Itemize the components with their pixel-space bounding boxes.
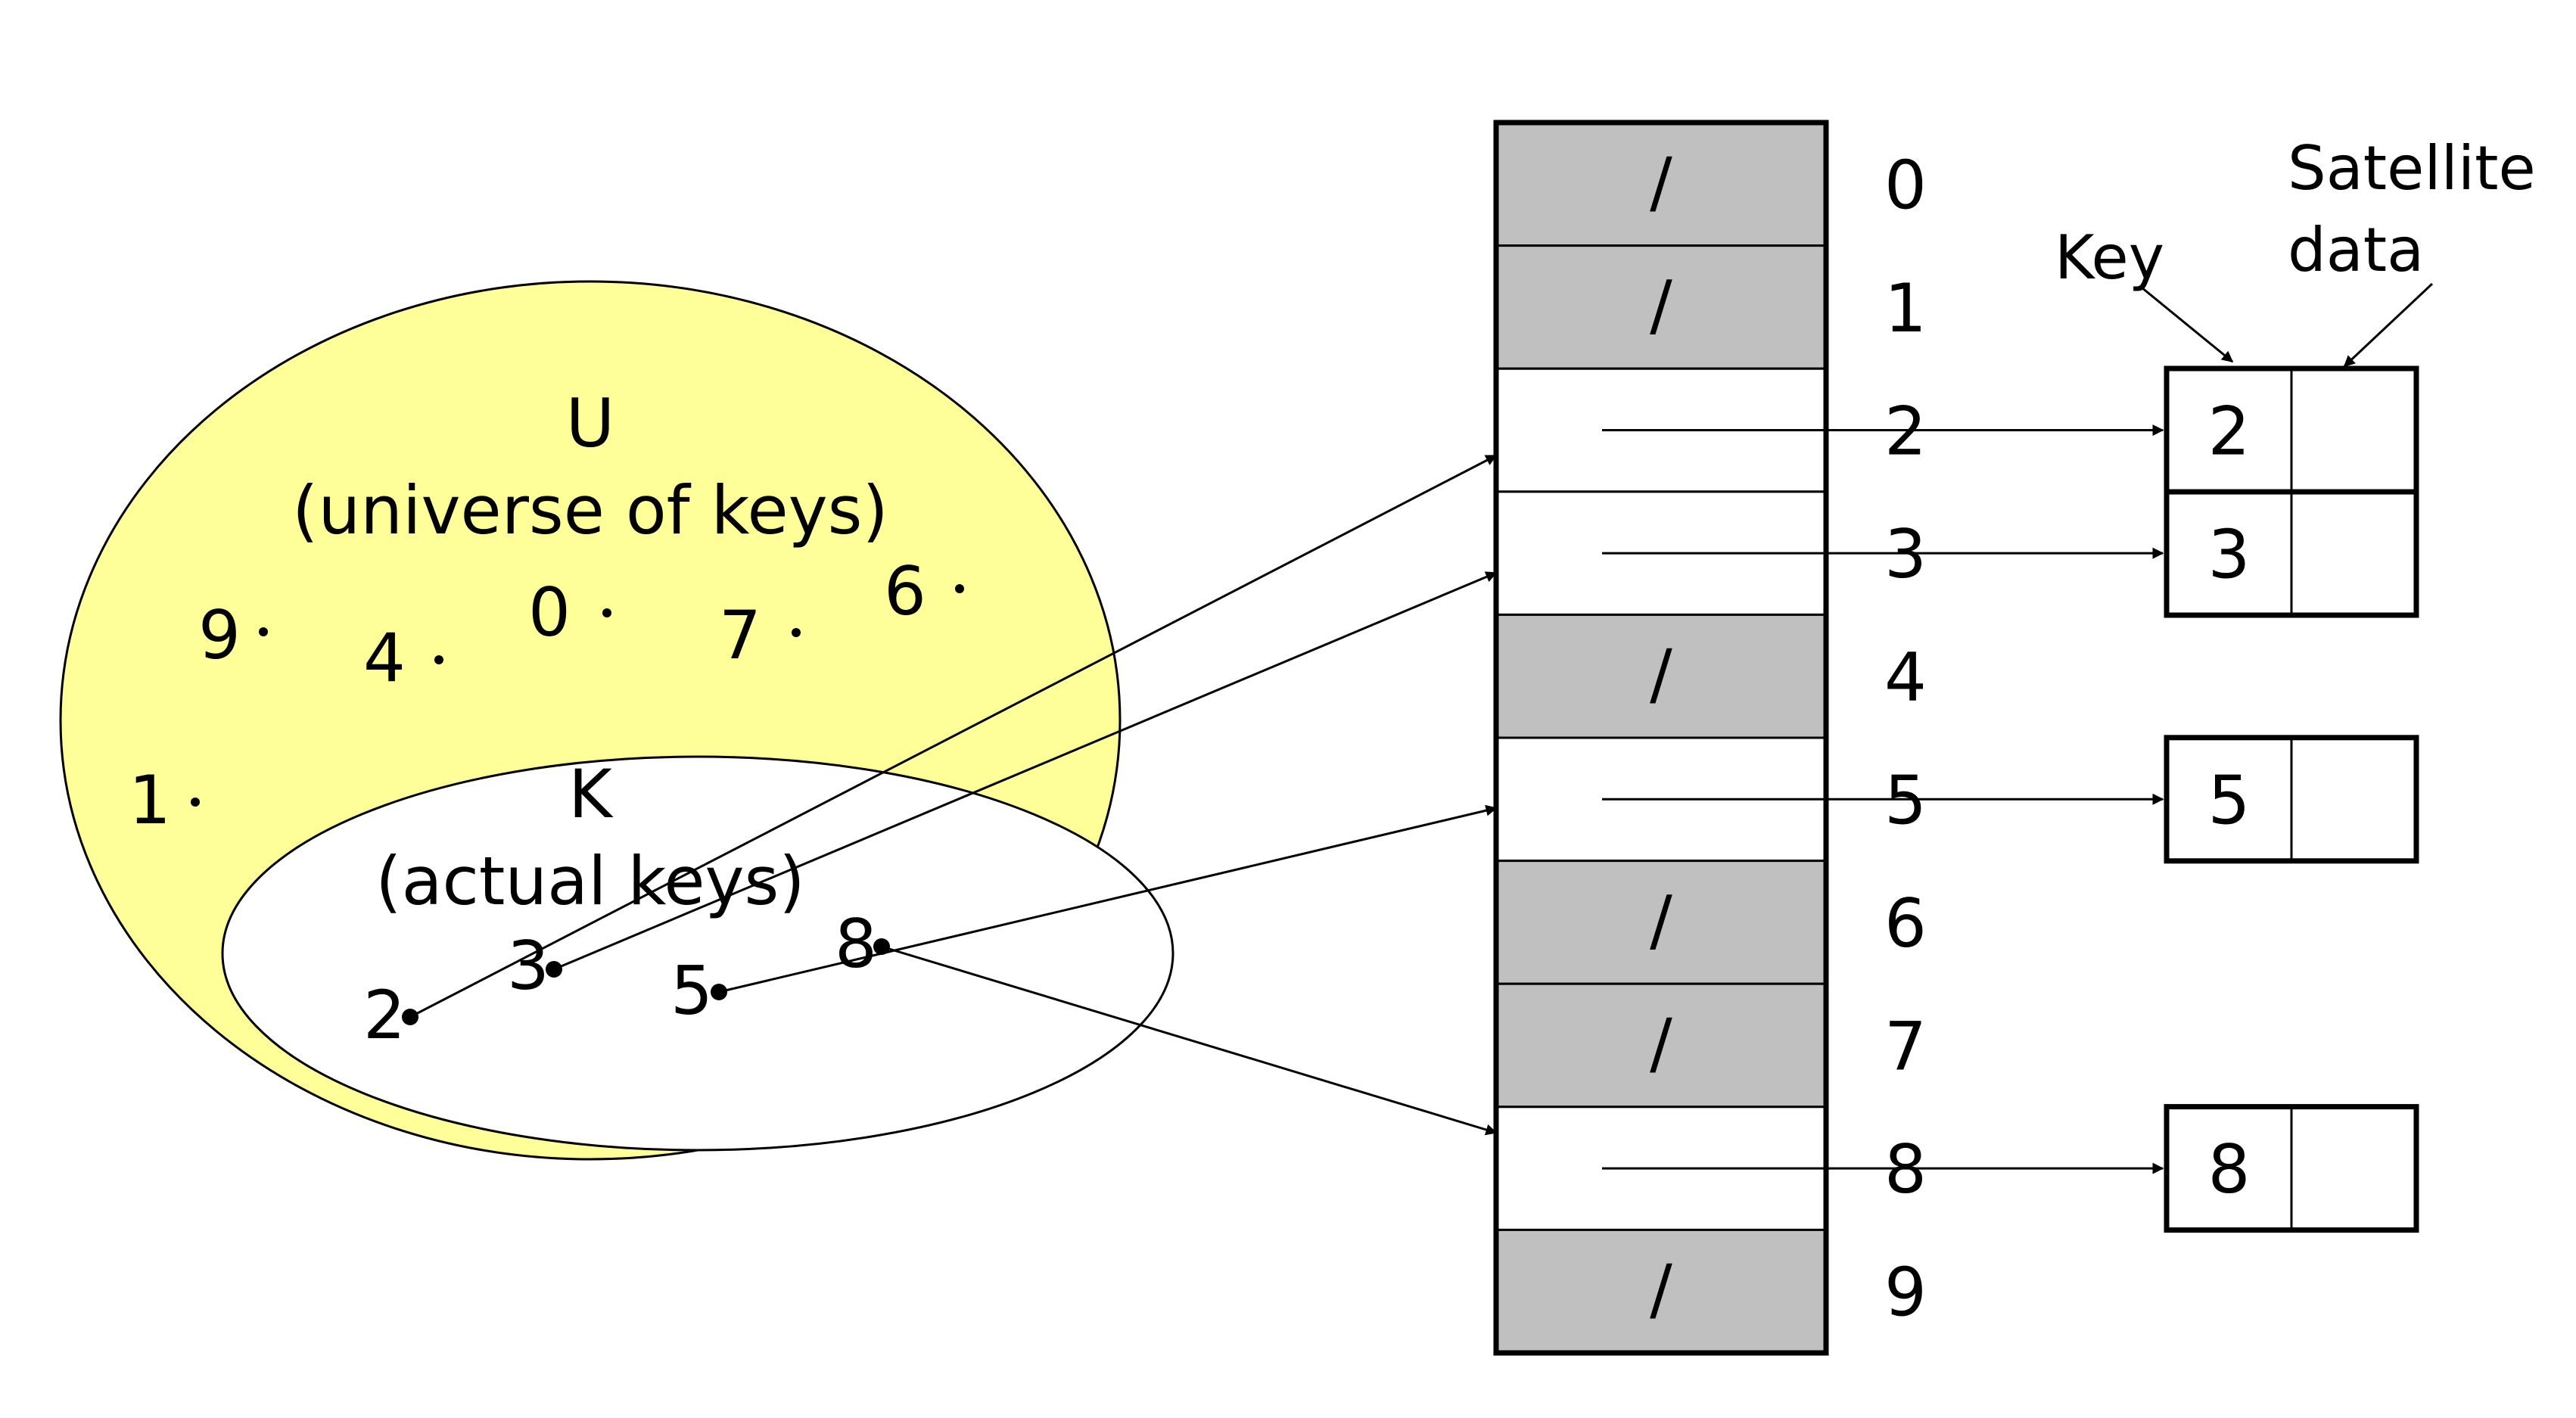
svg-text:4: 4 — [363, 619, 406, 697]
pointer-key-8 — [881, 945, 1498, 1136]
svg-text:9: 9 — [198, 596, 241, 674]
universe-key-6: 6 — [884, 552, 964, 630]
actual-key-3: 3 — [507, 927, 562, 1005]
svg-text:0: 0 — [528, 574, 571, 651]
universe-title: U — [566, 384, 614, 462]
record-key: 2 — [2208, 393, 2251, 471]
nil-marker: / — [1650, 1251, 1672, 1329]
universe-key-0: 0 — [528, 574, 611, 651]
universe-key-9: 9 — [198, 596, 268, 674]
universe-key-4: 4 — [363, 619, 443, 697]
actual-keys-title: K — [568, 755, 614, 833]
key-pointers — [409, 454, 1498, 1136]
slot-index: 9 — [1884, 1254, 1927, 1332]
nil-marker: / — [1650, 882, 1672, 959]
record-key: 5 — [2208, 761, 2251, 839]
satellite-label-line1: Satellite — [2288, 133, 2536, 204]
slot-index: 0 — [1884, 146, 1927, 224]
slot-index: 7 — [1884, 1008, 1927, 1086]
universe-key-7: 7 — [719, 596, 801, 674]
actual-key-8: 8 — [835, 905, 890, 983]
svg-text:5: 5 — [670, 952, 713, 1030]
actual-keys-set — [221, 755, 1174, 1152]
nil-marker: / — [1650, 143, 1672, 221]
universe-subtitle: (universe of keys) — [292, 471, 888, 549]
pointer-key-2 — [409, 454, 1498, 1018]
record-key: 3 — [2208, 516, 2251, 594]
pointer-key-5 — [718, 804, 1498, 994]
slot-index: 4 — [1884, 639, 1927, 717]
satellite-label-pointer — [2343, 282, 2434, 368]
satellite-label-line2: data — [2288, 215, 2424, 285]
slot-index: 1 — [1884, 269, 1927, 347]
svg-text:1: 1 — [129, 761, 171, 839]
hash-table: / / / / / / — [1493, 120, 1829, 1356]
actual-keys-subtitle: (actual keys) — [375, 842, 805, 920]
nil-marker: / — [1650, 1005, 1672, 1083]
nil-marker: / — [1650, 266, 1672, 344]
key-label: Key — [2055, 222, 2164, 293]
table-slot-4 — [1495, 613, 1828, 739]
actual-key-2: 2 — [363, 976, 418, 1054]
nil-marker: / — [1650, 636, 1672, 714]
slot-index: 6 — [1884, 885, 1927, 962]
svg-text:7: 7 — [719, 596, 761, 674]
svg-text:8: 8 — [835, 905, 877, 983]
actual-key-5: 5 — [670, 952, 727, 1030]
svg-text:3: 3 — [507, 927, 549, 1005]
record-pointers — [1602, 424, 2164, 1174]
universe-key-1: 1 — [129, 761, 200, 839]
table-slot-9 — [1495, 1228, 1828, 1354]
svg-text:2: 2 — [363, 976, 406, 1054]
svg-text:6: 6 — [884, 552, 926, 630]
records: 2 3 5 8 — [2164, 365, 2419, 1233]
pointer-key-3 — [553, 571, 1498, 971]
record-key: 8 — [2208, 1130, 2251, 1208]
key-label-pointer — [2141, 286, 2234, 363]
table-border — [1493, 120, 1829, 1356]
table-slot-7 — [1495, 982, 1828, 1109]
